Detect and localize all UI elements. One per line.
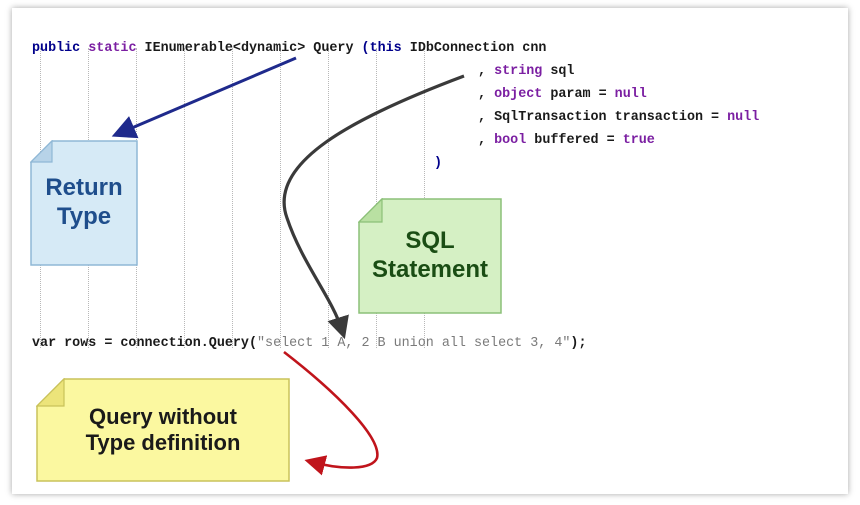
keyword-bool: bool [494, 133, 527, 148]
keyword-this: this [369, 41, 402, 56]
return-type-arrow [111, 56, 297, 139]
query-without-type-note: Query without Type definition [36, 378, 290, 482]
param-param: param = [550, 87, 607, 102]
param-sql: sql [550, 64, 575, 79]
indent-guide [184, 48, 185, 348]
diagram-frame: public static IEnumerable<dynamic> Query… [12, 8, 848, 494]
open-paren: ( [361, 41, 370, 56]
keyword-true: true [622, 133, 655, 148]
return-type-line2: Type [56, 203, 112, 230]
param-buffered: buffered = [534, 133, 615, 148]
note-shape [358, 198, 502, 314]
code-line-signature: public static IEnumerable<dynamic> Query… [32, 41, 546, 57]
indent-guide [280, 48, 281, 348]
code-line-param-sql: , string sql [478, 64, 574, 80]
return-type-note: Return Type [30, 140, 138, 266]
return-type-line1: Return [45, 174, 123, 202]
arrows-layer [111, 56, 465, 476]
sql-statement-line1: SQL [405, 227, 455, 255]
return-type-text: IEnumerable<dynamic> [144, 41, 306, 56]
sql-statement-line2: Statement [371, 256, 489, 283]
indent-guide [232, 48, 233, 348]
note-shape [30, 140, 138, 266]
note-shape [36, 378, 290, 482]
keyword-object: object [494, 87, 543, 102]
code-line-param-transaction: , SqlTransaction transaction = null [478, 110, 759, 126]
code-line-param-buffered: , bool buffered = true [478, 133, 655, 149]
code-line-param-object: , object param = null [478, 87, 647, 103]
indent-guide [376, 48, 377, 348]
comma: , [478, 110, 487, 125]
comma: , [478, 133, 487, 148]
comma: , [478, 64, 487, 79]
close-paren: ) [434, 156, 443, 171]
indent-guide [328, 48, 329, 348]
keyword-static: static [88, 41, 137, 56]
keyword-string: string [494, 64, 543, 79]
usage-prefix: var rows = connection.Query( [32, 336, 257, 351]
indent-guide [424, 48, 425, 348]
query-without-line2: Type definition [85, 430, 241, 455]
method-name: Query [313, 41, 354, 56]
param-transaction: SqlTransaction transaction = [494, 110, 720, 125]
code-line-usage: var rows = connection.Query("select 1 A,… [32, 336, 586, 352]
comma: , [478, 87, 487, 102]
keyword-public: public [32, 41, 81, 56]
query-without-line1: Query without [89, 403, 237, 429]
usage-suffix: ); [570, 336, 587, 351]
query-without-type-arrow [283, 350, 379, 476]
sql-statement-note: SQL Statement [358, 198, 502, 314]
keyword-null: null [727, 110, 760, 125]
keyword-null: null [614, 87, 647, 102]
sql-string: "select 1 A, 2 B union all select 3, 4" [257, 336, 571, 351]
param-connection: IDbConnection cnn [409, 41, 547, 56]
sql-statement-arrow [282, 74, 465, 340]
